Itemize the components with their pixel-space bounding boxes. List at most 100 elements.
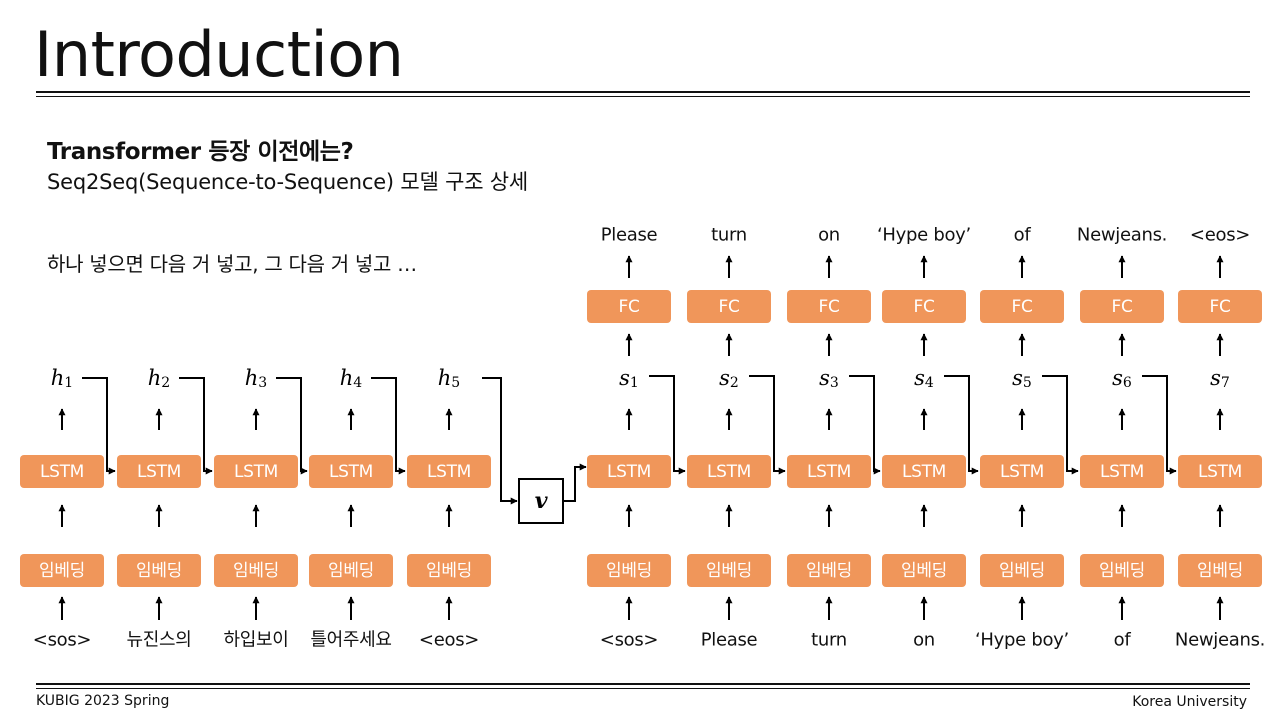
decoder-fc-block-label: FC (818, 297, 839, 317)
decoder-lstm-block-label: LSTM (707, 462, 751, 482)
decoder-recurrent-connector (944, 375, 979, 475)
encoder-hidden-state-symbol: h (148, 366, 162, 390)
footer-university: Korea University (1132, 694, 1247, 710)
decoder-recurrent-connector (849, 375, 881, 475)
decoder-embedding-block (587, 554, 671, 587)
decoder-input-token: Newjeans. (1175, 630, 1265, 651)
encoder-hidden-state-symbol: h (340, 366, 354, 390)
title-rule-thin (36, 96, 1250, 97)
slide-title: Introduction (34, 18, 404, 91)
decoder-hidden-state-index: 1 (630, 375, 639, 391)
decoder-input-token: on (913, 630, 935, 651)
decoder-hidden-state: s6 (1112, 366, 1132, 391)
decoder-lstm-block (980, 455, 1064, 488)
context-vector-label: v (535, 488, 548, 514)
decoder-embedding-block (980, 554, 1064, 587)
decoder-hidden-state: s7 (1210, 366, 1230, 391)
decoder-hidden-state-symbol: s (819, 366, 830, 390)
encoder-lstm-block-label: LSTM (40, 462, 84, 482)
encoder-recurrent-connector (371, 377, 406, 475)
decoder-hidden-state-index: 3 (830, 375, 839, 391)
encoder-lstm-block (20, 455, 104, 488)
decoder-embedding-block-label: 임베딩 (606, 561, 652, 581)
decoder-output-token: <eos> (1190, 225, 1250, 246)
decoder-fc-block (687, 290, 771, 323)
encoder-embedding-block (117, 554, 201, 587)
context-vector-box (518, 478, 564, 524)
decoder-fc-block-label: FC (618, 297, 639, 317)
decoder-hidden-state-index: 6 (1123, 375, 1132, 391)
decoder-lstm-block (587, 455, 671, 488)
decoder-lstm-block-label: LSTM (807, 462, 851, 482)
encoder-embedding-block (407, 554, 491, 587)
encoder-hidden-state-symbol: h (51, 366, 65, 390)
decoder-hidden-state-symbol: s (619, 366, 630, 390)
decoder-fc-block-label: FC (1011, 297, 1032, 317)
decoder-fc-block (787, 290, 871, 323)
decoder-hidden-state: s3 (819, 366, 839, 391)
encoder-input-token: 하입보이 (223, 630, 288, 651)
decoder-lstm-block-label: LSTM (1198, 462, 1242, 482)
decoder-output-token: of (1014, 225, 1032, 246)
encoder-embedding-block-label: 임베딩 (426, 561, 472, 581)
encoder-hidden-state: h5 (438, 366, 460, 391)
decoder-lstm-block-label: LSTM (902, 462, 946, 482)
decoder-hidden-state-symbol: s (1210, 366, 1221, 390)
encoder-hidden-state: h4 (340, 366, 363, 391)
decoder-output-token: on (818, 225, 840, 246)
decoder-hidden-state-index: 7 (1221, 375, 1230, 391)
encoder-hidden-state-index: 5 (451, 375, 460, 391)
context-input-connector (482, 377, 518, 505)
decoder-hidden-state: s4 (914, 366, 934, 391)
decoder-fc-block (1080, 290, 1164, 323)
encoder-embedding-block-label: 임베딩 (136, 561, 182, 581)
encoder-lstm-block (214, 455, 298, 488)
decoder-output-token: Newjeans. (1077, 225, 1167, 246)
section-heading: Transformer 등장 이전에는? (47, 139, 354, 165)
encoder-lstm-block-label: LSTM (234, 462, 278, 482)
decoder-embedding-block (687, 554, 771, 587)
decoder-hidden-state-symbol: s (1112, 366, 1123, 390)
decoder-output-token: turn (711, 225, 747, 246)
encoder-hidden-state: h3 (245, 366, 267, 391)
decoder-embedding-block (1080, 554, 1164, 587)
decoder-embedding-block-label: 임베딩 (806, 561, 852, 581)
decoder-embedding-block (1178, 554, 1262, 587)
encoder-recurrent-connector (179, 377, 213, 475)
encoder-hidden-state: h2 (148, 366, 170, 391)
decoder-hidden-state-index: 4 (925, 375, 934, 391)
decoder-input-token: ‘Hype boy’ (975, 630, 1069, 651)
decoder-fc-block-label: FC (1209, 297, 1230, 317)
encoder-embedding-block-label: 임베딩 (328, 561, 374, 581)
decoder-embedding-block-label: 임베딩 (1197, 561, 1243, 581)
decoder-hidden-state-symbol: s (719, 366, 730, 390)
encoder-hidden-state-index: 4 (353, 375, 362, 391)
decoder-hidden-state-index: 2 (730, 375, 739, 391)
decoder-fc-block-label: FC (718, 297, 739, 317)
encoder-input-token: <sos> (33, 630, 91, 651)
decoder-fc-block-label: FC (913, 297, 934, 317)
decoder-recurrent-connector (649, 375, 686, 475)
title-rule-thick (36, 91, 1250, 93)
encoder-hidden-state: h1 (51, 366, 73, 391)
encoder-hidden-state-index: 2 (161, 375, 170, 391)
encoder-embedding-block (20, 554, 104, 587)
encoder-input-token: 틀어주세요 (310, 630, 391, 651)
decoder-embedding-block-label: 임베딩 (999, 561, 1045, 581)
decoder-lstm-block-label: LSTM (1000, 462, 1044, 482)
encoder-lstm-block (309, 455, 393, 488)
footer-rule-thick (36, 683, 1250, 685)
decoder-lstm-block (1178, 455, 1262, 488)
decoder-embedding-block-label: 임베딩 (1099, 561, 1145, 581)
decoder-lstm-block (787, 455, 871, 488)
context-output-connector (563, 463, 587, 502)
encoder-recurrent-connector (82, 377, 116, 475)
decoder-fc-block (587, 290, 671, 323)
description-text: 하나 넣으면 다음 거 넣고, 그 다음 거 넣고 … (47, 252, 417, 276)
decoder-input-token: turn (811, 630, 847, 651)
decoder-hidden-state: s1 (619, 366, 639, 391)
decoder-output-token: ‘Hype boy’ (877, 225, 971, 246)
encoder-lstm-block (117, 455, 201, 488)
decoder-hidden-state: s5 (1012, 366, 1032, 391)
